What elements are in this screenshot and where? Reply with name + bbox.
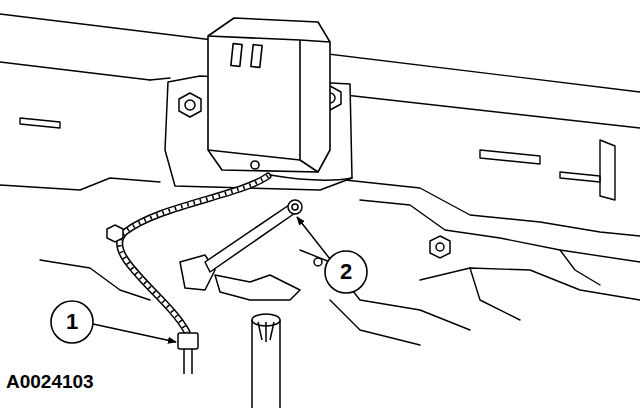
callout-circles bbox=[51, 301, 93, 343]
mounting-bracket bbox=[185, 100, 195, 110]
wiring-harness bbox=[120, 176, 268, 332]
shift-linkage bbox=[215, 275, 300, 300]
floor-pan bbox=[560, 172, 600, 182]
shift-linkage bbox=[205, 203, 298, 272]
wiring-harness bbox=[270, 175, 352, 180]
control-module bbox=[231, 44, 242, 67]
wiring-harness bbox=[120, 175, 352, 332]
floor-pan bbox=[470, 268, 520, 320]
control-module bbox=[251, 161, 259, 169]
floor-pan bbox=[20, 118, 60, 128]
floor-pan bbox=[330, 300, 420, 345]
shift-linkage bbox=[288, 200, 302, 214]
control-module bbox=[251, 45, 262, 68]
shift-shaft bbox=[258, 322, 274, 342]
callout-circles bbox=[325, 251, 367, 293]
floor-pan bbox=[360, 200, 640, 262]
electrical-connector bbox=[184, 349, 192, 374]
electrical-connector bbox=[178, 333, 198, 374]
shift-shaft bbox=[252, 320, 280, 408]
figure-code: A0024103 bbox=[6, 372, 94, 391]
floor-pan bbox=[480, 150, 540, 164]
shift-linkage bbox=[292, 204, 298, 210]
leader-lines bbox=[93, 324, 176, 342]
callout-circles bbox=[51, 251, 367, 343]
wiring-harness bbox=[120, 176, 268, 332]
callout-number: 2 bbox=[340, 261, 352, 283]
electrical-connector bbox=[178, 333, 198, 349]
shift-linkage bbox=[180, 200, 302, 300]
control-module bbox=[208, 18, 330, 172]
callout-number: 1 bbox=[66, 311, 78, 333]
fasteners bbox=[314, 258, 322, 266]
floor-pan bbox=[0, 62, 150, 80]
leader-lines bbox=[93, 217, 330, 342]
fasteners bbox=[430, 236, 450, 258]
leader-lines bbox=[297, 217, 330, 259]
floor-pan bbox=[345, 180, 640, 236]
floor-pan bbox=[600, 140, 615, 200]
floor-pan bbox=[0, 14, 640, 345]
floor-pan bbox=[420, 268, 640, 300]
floor-pan bbox=[345, 95, 640, 128]
wiring-harness bbox=[120, 176, 268, 332]
control-module bbox=[208, 36, 330, 42]
floor-pan bbox=[0, 178, 160, 190]
control-module bbox=[208, 150, 300, 160]
floor-pan bbox=[560, 250, 600, 285]
fasteners bbox=[107, 225, 123, 242]
control-module bbox=[300, 40, 318, 172]
fasteners bbox=[436, 243, 444, 251]
control-module bbox=[208, 18, 330, 172]
floor-pan bbox=[300, 250, 470, 330]
mounting-bracket bbox=[179, 93, 201, 117]
fasteners bbox=[107, 225, 450, 266]
shift-shaft bbox=[252, 314, 280, 408]
floor-pan bbox=[150, 78, 170, 80]
